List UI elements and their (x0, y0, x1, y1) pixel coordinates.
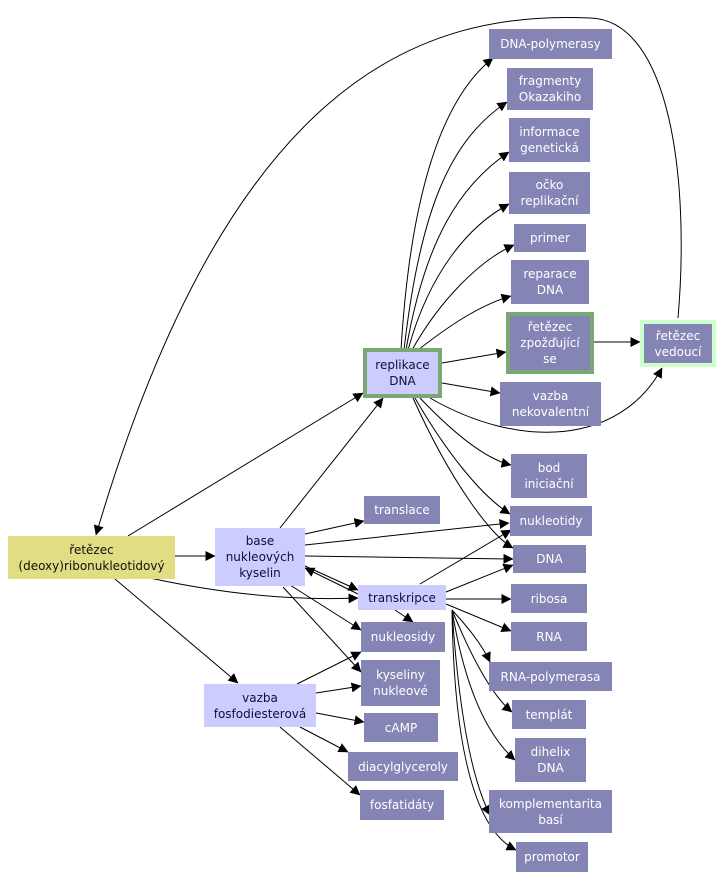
node-informace-geneticka[interactable]: informace genetická (509, 118, 590, 162)
edge-root-to-transkripce (149, 577, 359, 604)
edge-transkripce-to-rna (445, 603, 512, 632)
edge-transkripce-to-nukleotidy (419, 529, 512, 585)
node-retezec-vedouci[interactable]: řetězec vedoucí (640, 320, 716, 367)
node-vazba-fosfodiesterova[interactable]: vazba fosfodiesterová (204, 684, 316, 727)
edge-vazba-to-kyseliny (315, 682, 362, 694)
node-vazba-nekovalentni[interactable]: vazba nekovalentní (500, 382, 601, 426)
edge-vazba-to-fosfatidaty (279, 726, 361, 796)
node-translace[interactable]: translace (364, 496, 440, 524)
edge-vazba-to-nukleosidy (296, 651, 362, 685)
edge-transkripce-to-templat (451, 609, 513, 713)
node-nukleotidy[interactable]: nukleotidy (510, 506, 592, 536)
edge-transkripce-to-promotor (451, 609, 517, 851)
node-dihelix-dna[interactable]: dihelix DNA (515, 738, 586, 782)
node-dna-polymerasy[interactable]: DNA-polymerasy (489, 29, 612, 59)
edge-transkripce-to-dihelix (451, 609, 516, 761)
node-transkripce[interactable]: transkripce (358, 585, 446, 610)
edge-replikace-to-ocko (407, 203, 510, 351)
edge-replikace-to-informace (405, 151, 510, 351)
node-nukleosidy[interactable]: nukleosidy (361, 622, 445, 652)
node-ribosa[interactable]: ribosa (511, 584, 587, 613)
node-ocko-replikacni[interactable]: očko replikační (509, 172, 590, 214)
edge-base-to-nukleosidy (289, 584, 362, 631)
edge-base-to-replikace (279, 397, 384, 529)
edge-replikace-to-primer (411, 244, 515, 351)
node-rna-polymerasa[interactable]: RNA-polymerasa (489, 662, 612, 691)
edge-root-to-replikace (127, 392, 364, 537)
node-templat[interactable]: templát (512, 700, 586, 729)
edge-transkripce-to-komplementarita (451, 609, 491, 816)
edge-vedouci-to-root (93, 16, 682, 536)
node-primer[interactable]: primer (514, 224, 586, 252)
edge-replikace-to-reparace (417, 293, 512, 351)
edge-replikace-to-vazbanekov (441, 382, 501, 397)
node-fragmenty-okazakiho[interactable]: fragmenty Okazakiho (507, 68, 593, 110)
edge-base-to-transkripce (304, 565, 359, 591)
edge-transkripce-to-rnapol (451, 609, 491, 663)
edge-transkripce-to-nukleosidy (394, 609, 414, 623)
node-replikace-dna[interactable]: replikace DNA (363, 348, 442, 398)
node-fosfatidaty[interactable]: fosfatidáty (360, 790, 444, 820)
edge-replikace-to-vedouci (429, 367, 663, 433)
edge-base-to-dna (304, 553, 514, 564)
edge-replikace-to-dnapolymerasy (400, 57, 494, 351)
node-retezec-ribonukleotidovy[interactable]: řetězec (deoxy)ribonukleotidový (8, 536, 175, 579)
node-reparace-dna[interactable]: reparace DNA (511, 260, 589, 304)
edge-vazba-to-camp (315, 712, 365, 726)
edge-base-to-nukleotidy (304, 519, 510, 546)
edge-replikace-to-dna (412, 397, 514, 549)
node-bod-iniciacni[interactable]: bod iniciační (511, 454, 587, 498)
node-promotor[interactable]: promotor (516, 842, 588, 872)
edge-transkripce-to-base (304, 567, 359, 595)
node-rna[interactable]: RNA (511, 622, 587, 651)
edge-base-to-kyseliny (282, 586, 362, 673)
node-retezec-zpozdujici-se[interactable]: řetězec zpožďující se (506, 312, 594, 374)
node-camp[interactable]: cAMP (364, 713, 438, 742)
edge-vazba-to-diacyl (299, 726, 349, 753)
edge-replikace-to-bod (419, 397, 512, 468)
node-kyseliny-nukleove[interactable]: kyseliny nukleové (361, 660, 440, 706)
edge-root-to-vazba (114, 578, 239, 684)
edge-base-to-translace (304, 518, 365, 535)
edge-replikace-to-zpozdujici (441, 348, 507, 364)
edge-replikace-to-fragmenty (403, 101, 508, 351)
node-diacylglyceroly[interactable]: diacylglyceroly (348, 752, 458, 781)
node-dna[interactable]: DNA (513, 545, 586, 573)
edge-transkripce-to-dna (445, 563, 514, 593)
node-base-nukleovych-kyselin[interactable]: base nukleových kyselin (215, 528, 305, 586)
edge-replikace-to-nukleotidy (414, 397, 511, 515)
node-komplementarita-basi[interactable]: komplementarita basí (489, 790, 612, 833)
